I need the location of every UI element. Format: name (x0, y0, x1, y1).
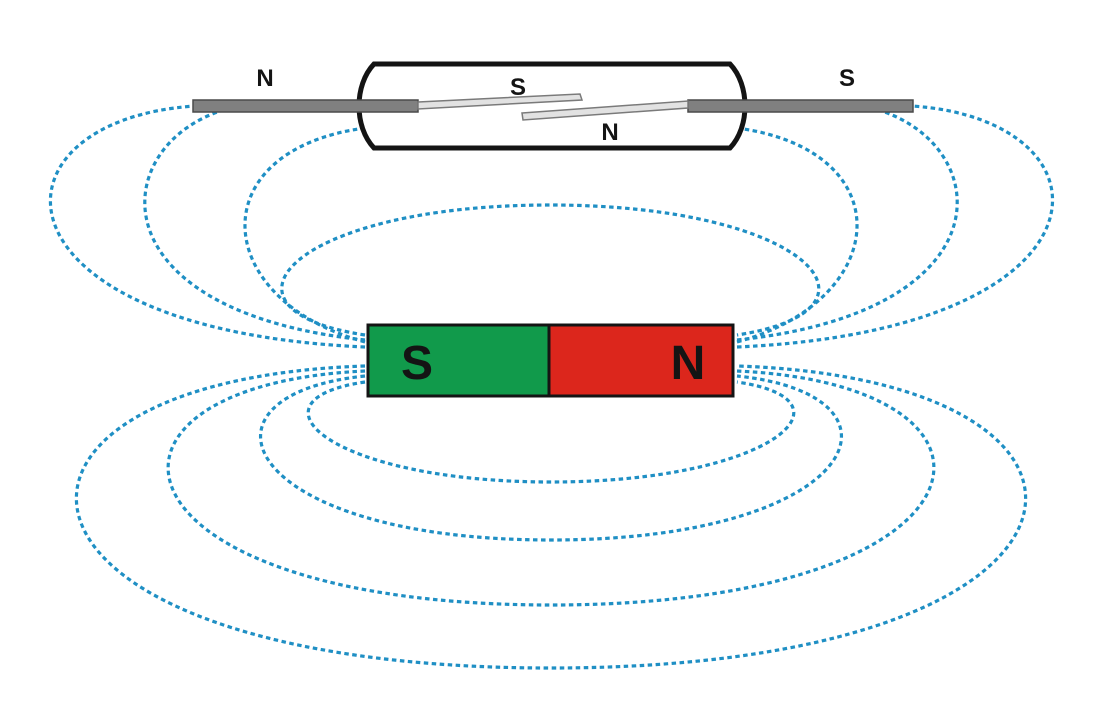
lead-left (192, 99, 419, 113)
upper-reed-label: S (510, 74, 526, 101)
reed-upper (417, 93, 584, 110)
glass-capsule (356, 61, 748, 151)
magnet-south-label: S (401, 337, 433, 390)
left-lead-label: N (256, 65, 273, 92)
bar-magnet: S N (366, 323, 735, 398)
lead-right (687, 99, 914, 113)
field-line-lower-1 (306, 380, 796, 484)
right-lead-label: S (839, 65, 855, 92)
reed-switch: N S S N (192, 61, 914, 151)
south-pole (368, 325, 549, 396)
magnetic-field-lines (48, 104, 1055, 670)
field-line-upper-reed-left-inner (243, 126, 366, 344)
field-line-upper-reed-right-outer (736, 104, 1055, 349)
field-line-upper-reed-right-inner (736, 126, 859, 344)
north-pole (549, 325, 733, 396)
field-line-upper-reed-left-mid (143, 104, 366, 342)
field-line-upper-inner (280, 203, 821, 337)
field-line-lower-2 (259, 374, 843, 542)
field-line-upper-reed-left-outer (48, 104, 366, 349)
field-line-lower-4 (74, 364, 1028, 670)
field-line-upper-reed-right-mid (736, 104, 959, 342)
magnet-north-label: N (671, 337, 706, 390)
lower-reed-label: N (601, 119, 618, 146)
reed-lower (521, 100, 689, 121)
field-line-lower-3 (166, 369, 936, 607)
